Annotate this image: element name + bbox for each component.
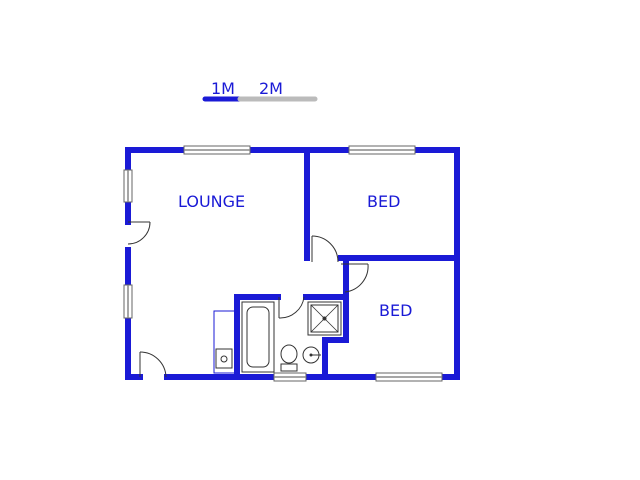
room-label-bed-2: BED — [379, 301, 412, 320]
room-label-lounge: LOUNGE — [178, 192, 245, 211]
door-front-entry — [139, 351, 167, 378]
window-bottom-bed — [375, 372, 443, 382]
kitchen-counter — [213, 310, 237, 374]
door-bed1 — [311, 235, 339, 263]
toilet — [280, 344, 298, 372]
shower — [307, 301, 342, 336]
windows — [123, 145, 443, 382]
window-top-bed — [348, 145, 416, 155]
window-left-upper — [123, 169, 133, 203]
sink-icon — [215, 348, 233, 369]
window-bottom-bath — [273, 372, 307, 382]
doors — [127, 221, 369, 378]
door-bed2 — [341, 263, 369, 293]
bathtub — [241, 301, 275, 373]
walls — [125, 147, 460, 380]
window-top-lounge — [183, 145, 251, 155]
door-bathroom — [278, 296, 305, 319]
room-label-bed-1: BED — [367, 192, 400, 211]
window-left-lower — [123, 284, 133, 319]
door-left-entry — [127, 221, 151, 245]
basin — [302, 346, 321, 364]
scale-label-2m: 2M — [259, 79, 283, 98]
scale-bar: 1M 2M — [202, 79, 318, 102]
scale-label-1m: 1M — [211, 79, 235, 98]
